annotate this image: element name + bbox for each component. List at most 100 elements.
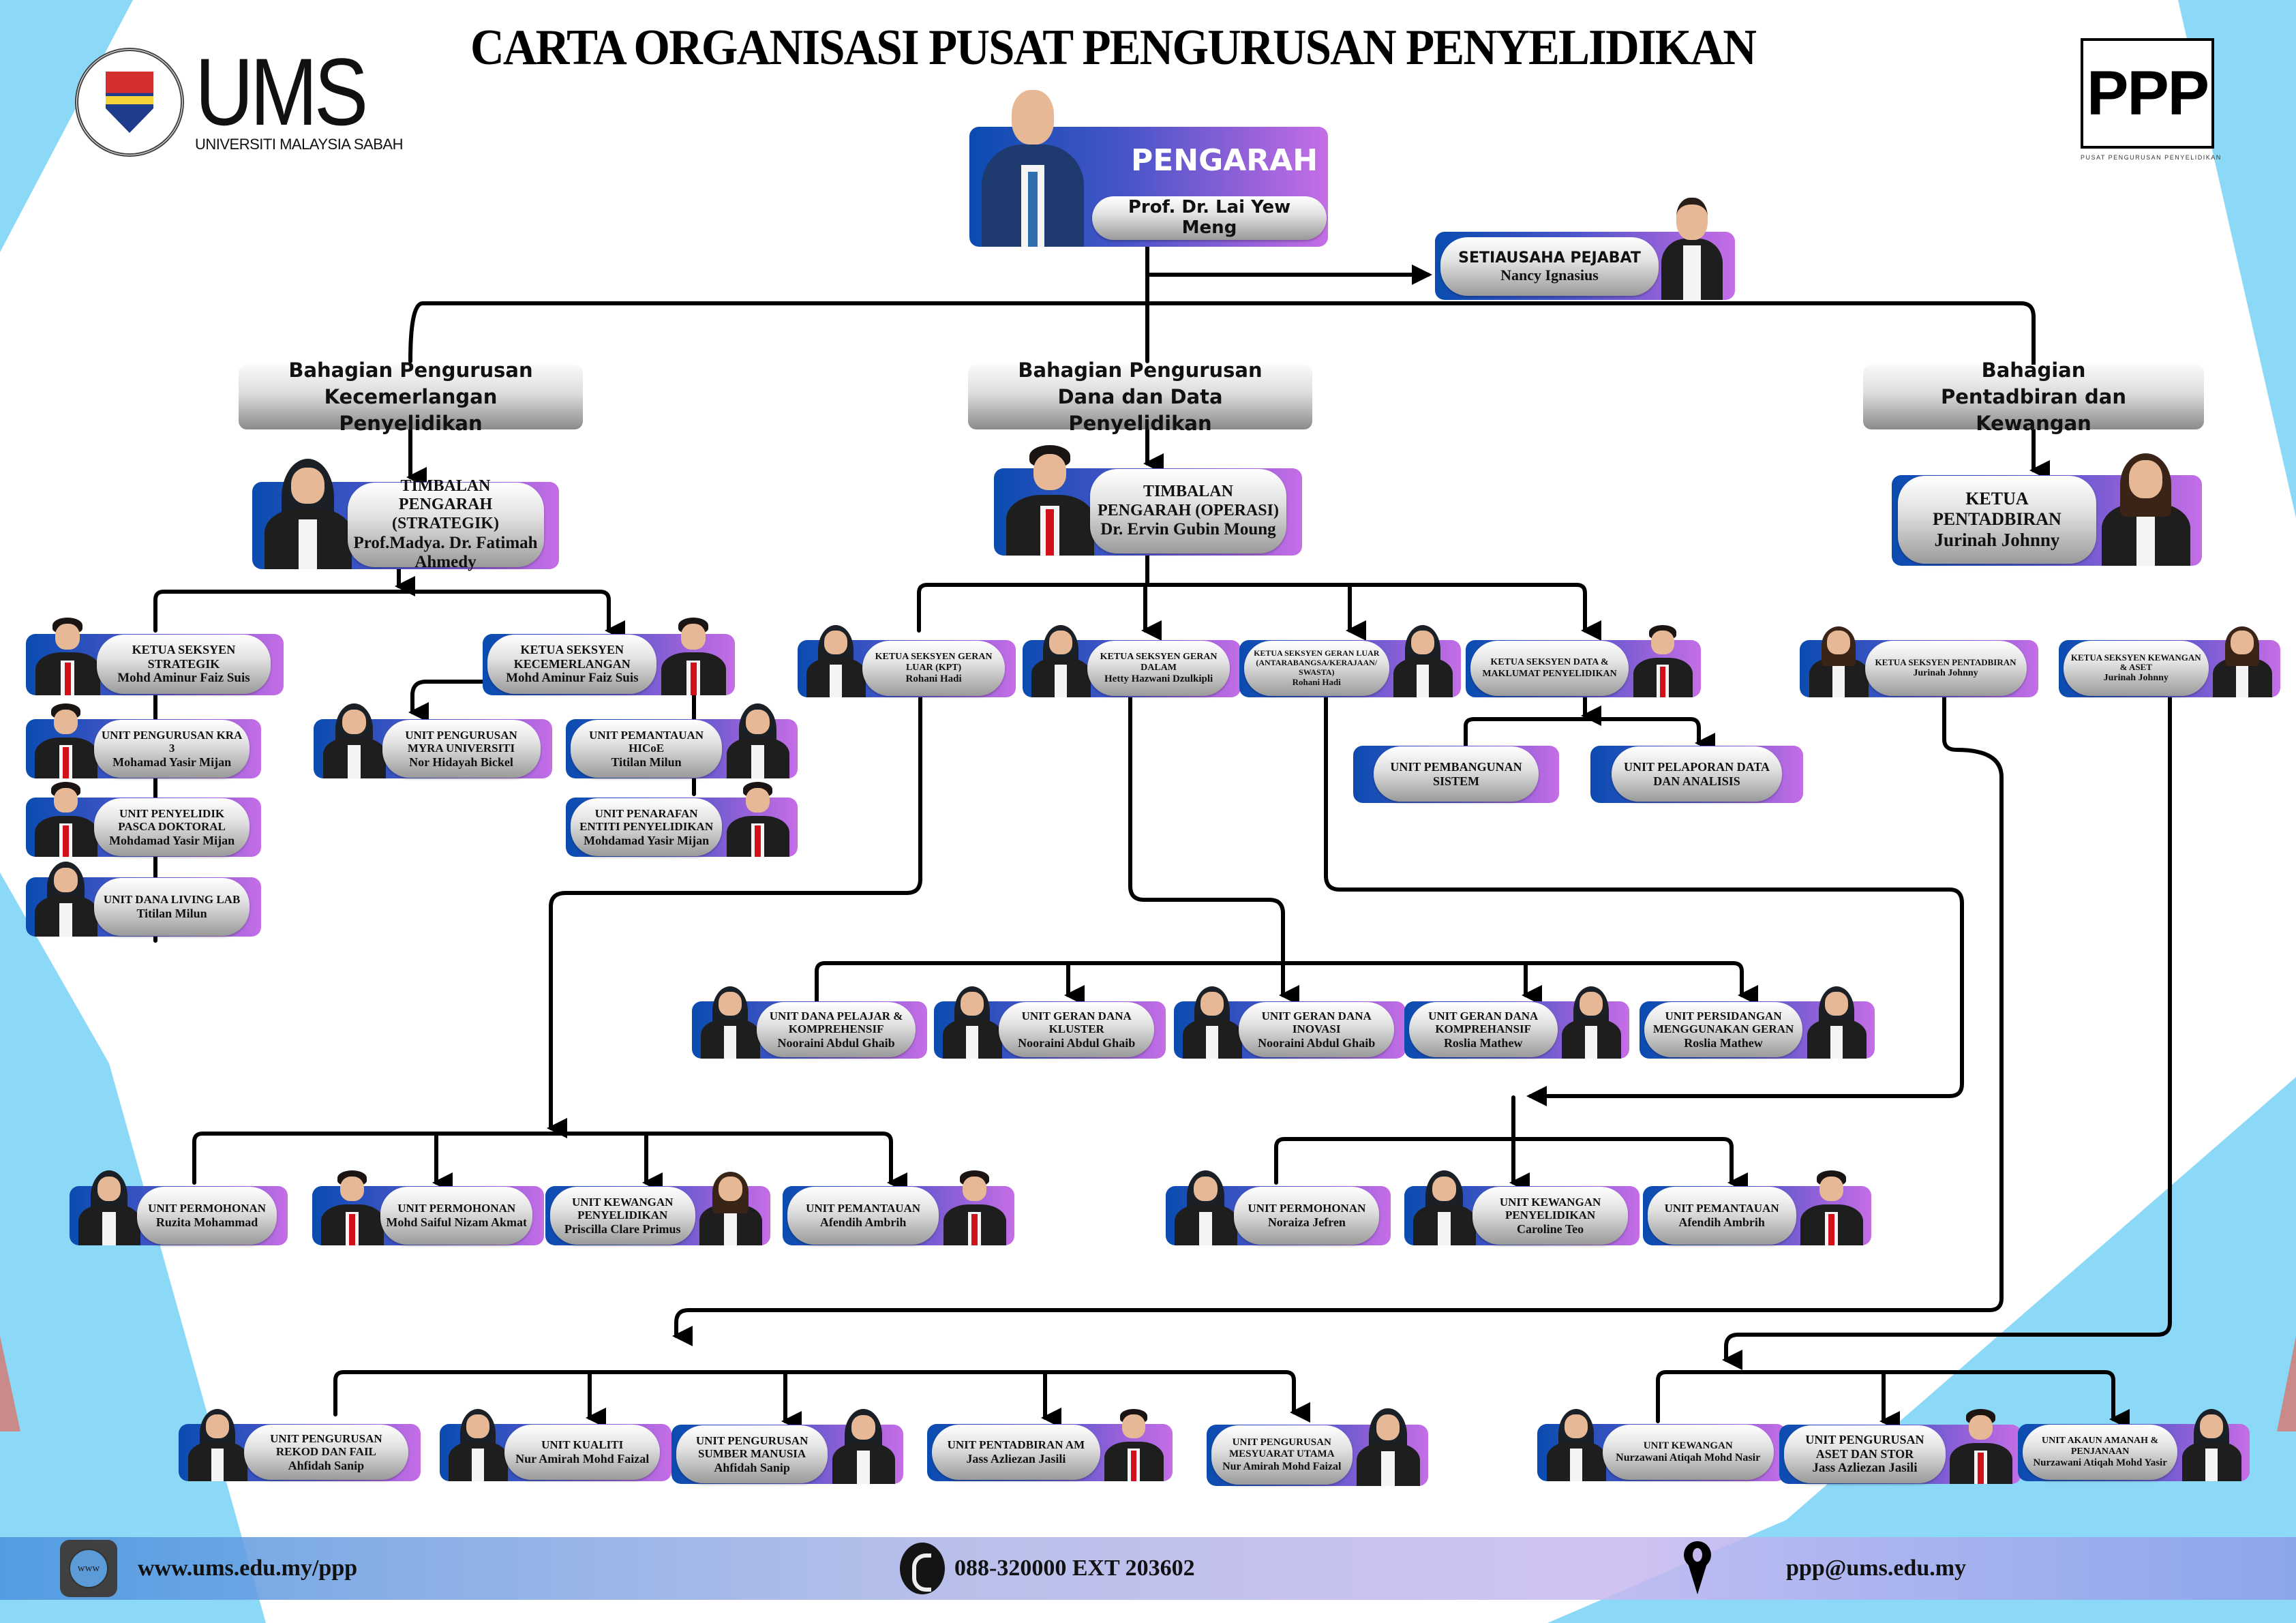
- staff-photo: [659, 618, 727, 695]
- director-card[interactable]: PENGARAH Prof. Dr. Lai Yew Meng: [969, 90, 1328, 247]
- card-name: Ahfidah Sanip: [714, 1460, 790, 1474]
- org-card[interactable]: KETUA SEKSYEN GERAN LUAR (KPT)Rohani Had…: [798, 625, 1016, 697]
- card-name: Roslia Mathew: [1684, 1035, 1763, 1050]
- card-name: Nur Amirah Mohd Faizal: [1222, 1460, 1342, 1472]
- card-label-pill: UNIT PEMBANGUNAN SISTEM: [1374, 746, 1539, 802]
- staff-photo: [319, 1170, 385, 1245]
- staff-photo: [2211, 625, 2274, 697]
- org-card[interactable]: KETUA SEKSYEN DATA & MAKLUMAT PENYELIDIK…: [1466, 625, 1701, 697]
- division-dana-data[interactable]: Bahagian Pengurusan Dana dan Data Penyel…: [968, 359, 1312, 435]
- card-name: Nooraini Abdul Ghaib: [1018, 1035, 1136, 1050]
- staff-photo: [1805, 986, 1868, 1059]
- card-label-pill: TIMBALAN PENGARAH (STRATEGIK)Prof.Madya.…: [347, 477, 544, 571]
- card-name: Mohd Aminur Faiz Suis: [506, 671, 639, 686]
- card-role: KETUA SEKSYEN GERAN DALAM: [1100, 651, 1218, 673]
- footer-phone[interactable]: 088-320000 EXT 203602: [900, 1537, 1195, 1600]
- org-card[interactable]: KETUA SEKSYEN GERAN LUAR (ANTARABANGSA/K…: [1239, 625, 1461, 697]
- card-label-pill: KETUA SEKSYEN GERAN LUAR (ANTARABANGSA/K…: [1243, 641, 1389, 696]
- connector: [917, 583, 1601, 641]
- org-card[interactable]: UNIT PEMBANGUNAN SISTEM: [1353, 743, 1559, 803]
- division-label: Bahagian Pengurusan Kecemerlangan Penyel…: [288, 358, 533, 436]
- card-name: Jass Azliezan Jasili: [1812, 1461, 1918, 1476]
- card-role: TIMBALAN PENGARAH (STRATEGIK): [392, 476, 499, 533]
- card-role: UNIT PEMANTAUAN: [806, 1202, 921, 1215]
- connector: [547, 695, 922, 1138]
- secretary-role: SETIAUSAHA PEJABAT: [1458, 249, 1641, 267]
- ppp-logo-text: PPP: [2081, 38, 2214, 149]
- card-role: KETUA SEKSYEN KEWANGAN & ASET: [2070, 652, 2201, 673]
- card-role: UNIT GERAN DANA KOMPREHANSIF: [1428, 1009, 1539, 1036]
- card-role: UNIT PERMOHONAN: [397, 1202, 516, 1215]
- staff-photo: [1798, 1170, 1864, 1245]
- card-name: Caroline Teo: [1516, 1222, 1584, 1236]
- footer-website[interactable]: www www.ums.edu.my/ppp: [60, 1537, 357, 1600]
- staff-photo: [33, 703, 99, 778]
- division-pentadbiran[interactable]: Bahagian Pentadbiran dan Kewangan: [1863, 359, 2204, 435]
- staff-photo: [1948, 1409, 2014, 1484]
- footer-email[interactable]: ppp@ums.edu.my: [1684, 1537, 1966, 1600]
- card-role: UNIT PERMOHONAN: [148, 1202, 267, 1215]
- card-role: UNIT PENGURUSAN MYRA UNIVERSITI: [405, 728, 517, 755]
- website-link[interactable]: www.ums.edu.my/ppp: [138, 1556, 358, 1581]
- card-role: UNIT PENGURUSAN KRA 3: [101, 728, 243, 755]
- card-role: UNIT PERSIDANGAN MENGGUNAKAN GERAN: [1652, 1009, 1794, 1036]
- staff-photo: [321, 703, 387, 778]
- email-link[interactable]: ppp@ums.edu.my: [1786, 1556, 1967, 1581]
- staff-photo: [699, 986, 761, 1059]
- phone-number[interactable]: 088-320000 EXT 203602: [954, 1556, 1195, 1581]
- card-role: KETUA SEKSYEN GERAN LUAR (KPT): [875, 651, 993, 673]
- division-kecemerlangan[interactable]: Bahagian Pengurusan Kecemerlangan Penyel…: [239, 359, 583, 435]
- staff-photo: [697, 1170, 764, 1245]
- org-card[interactable]: TIMBALAN PENGARAH (STRATEGIK)Prof.Madya.…: [252, 459, 559, 571]
- org-card[interactable]: UNIT PELAPORAN DATA DAN ANALISIS: [1590, 743, 1803, 803]
- org-card[interactable]: TIMBALAN PENGARAH (OPERASI)Dr. Ervin Gub…: [994, 445, 1302, 556]
- card-role: KETUA SEKSYEN GERAN LUAR (ANTARABANGSA/K…: [1254, 648, 1380, 677]
- secretary-card[interactable]: SETIAUSAHA PEJABAT Nancy Ignasius: [1435, 198, 1735, 300]
- staff-photo: [2180, 1409, 2243, 1481]
- card-role: UNIT PEMANTAUAN HICoE: [589, 728, 704, 755]
- staff-photo: [33, 618, 102, 695]
